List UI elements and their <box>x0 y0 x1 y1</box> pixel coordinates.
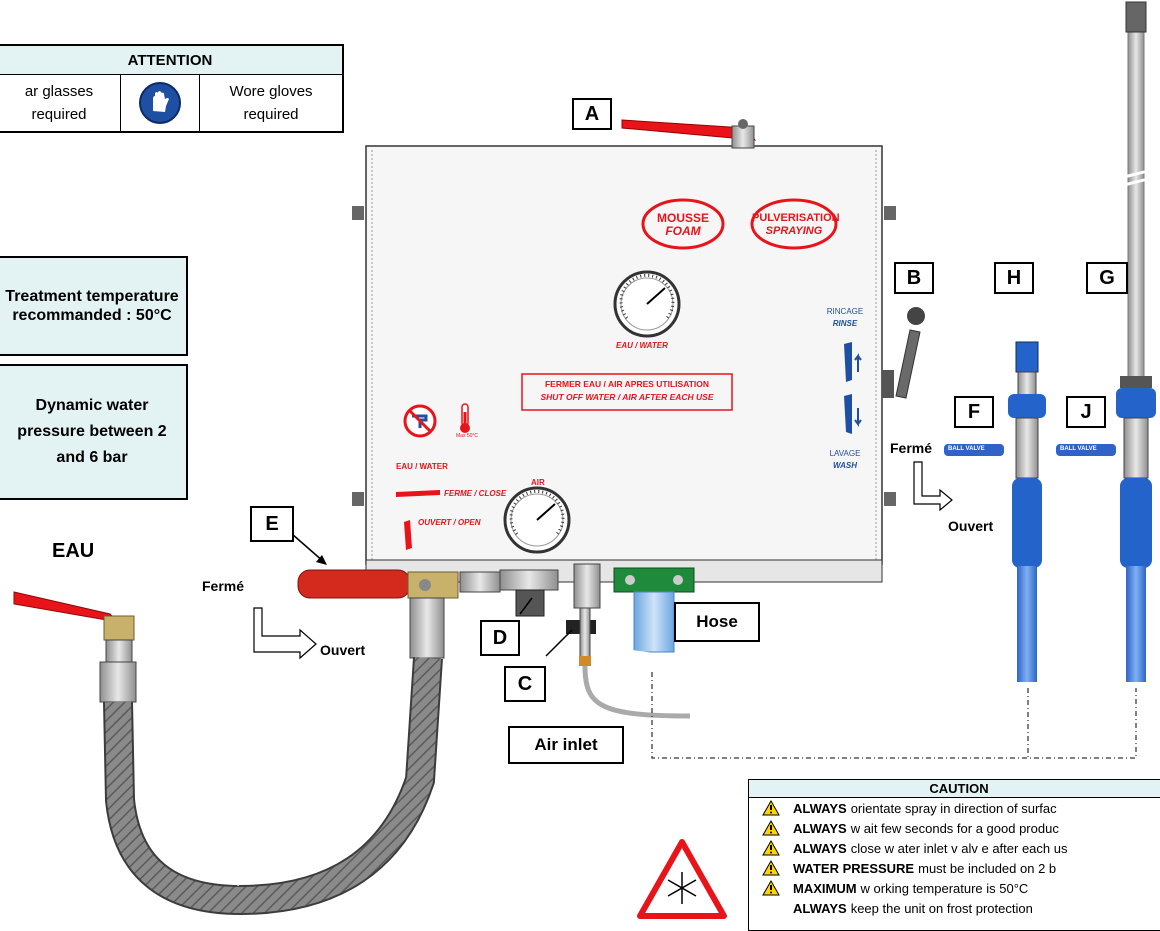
caution-text: keep the unit on frost protection <box>850 900 1033 916</box>
lavage-text: LAVAGE <box>829 449 861 458</box>
pressure-info-text: Dynamic water pressure between 2 and 6 b… <box>17 397 167 466</box>
rincage-text: RINCAGE <box>826 307 864 316</box>
closed-label-right: Fermé <box>890 440 933 456</box>
glasses-text-1: ar glasses <box>24 83 94 100</box>
foam-text: FOAM <box>665 224 701 238</box>
rinse-arrow-icon <box>844 342 862 382</box>
caution-text: close w ater inlet v alv e after each us <box>850 840 1068 856</box>
caution-text: w orking temperature is 50°C <box>860 880 1029 896</box>
close-legend-label: FERME / CLOSE <box>444 489 507 498</box>
bottom-fittings <box>499 563 695 719</box>
valve-a <box>621 119 757 149</box>
cabinet <box>352 145 896 583</box>
temperature-info-box: Treatment temperature recommanded : 50°C <box>0 256 188 356</box>
attention-table: ATTENTION ar glasses required Wore glove… <box>0 44 344 133</box>
shutoff-warning-en: SHUT OFF WATER / AIR AFTER EACH USE <box>540 392 714 402</box>
caution-keyword: ALWAYS <box>793 800 847 816</box>
water-legend-label: EAU / WATER <box>396 462 448 471</box>
open-label-right: Ouvert <box>948 518 994 534</box>
rinse-text: RINSE <box>832 319 858 328</box>
glasses-text-2: required <box>31 106 87 123</box>
attention-title: ATTENTION <box>0 46 342 75</box>
spraying-label: PULVERISATION SPRAYING <box>752 212 840 238</box>
thermometer-label: Max 50°C <box>456 433 479 439</box>
eau-label: EAU <box>52 540 95 562</box>
gloves-text-2: required <box>243 106 299 123</box>
rinse-label: RINCAGE RINSE <box>820 306 870 330</box>
caution-keyword: ALWAYS <box>793 820 847 836</box>
lever-b <box>882 307 925 399</box>
label-c: C <box>504 666 546 702</box>
gloves-cell: Wore gloves required <box>200 75 342 131</box>
lance-g <box>1056 1 1156 682</box>
label-a: A <box>572 98 612 130</box>
water-gauge <box>613 270 681 338</box>
caution-text: must be included on 2 b <box>918 860 1057 876</box>
glasses-cell: ar glasses required <box>0 75 121 131</box>
connection-lines <box>651 672 1137 759</box>
no-water-icon <box>403 404 437 438</box>
shutoff-warning: FERMER EAU / AIR APRES UTILISATION SHUT … <box>522 378 732 404</box>
warning-triangle-icon <box>749 840 793 856</box>
warning-triangle-icon <box>749 800 793 816</box>
caution-text: orientate spray in direction of surfac <box>850 800 1057 816</box>
pulverisation-text: PULVERISATION <box>752 212 840 224</box>
caution-keyword: ALWAYS <box>793 900 847 916</box>
warning-triangle-icon <box>749 860 793 876</box>
label-e: E <box>250 506 294 542</box>
mousse-text: MOUSSE <box>656 211 709 225</box>
gloves-text-1: Wore gloves <box>229 83 313 100</box>
valve-f-text: BALL VALVE <box>948 446 985 452</box>
label-j: J <box>1066 396 1106 428</box>
water-gauge-label: EAU / WATER <box>616 341 668 350</box>
water-tap <box>13 591 137 703</box>
gloves-icon <box>139 82 181 124</box>
open-label-left: Ouvert <box>320 642 366 658</box>
air-gauge-label: AIR <box>531 478 545 487</box>
valve-j-text: BALL VALVE <box>1060 446 1097 452</box>
caution-keyword: MAXIMUM <box>793 880 857 896</box>
lance-h <box>944 341 1046 682</box>
caution-title: CAUTION <box>749 780 1160 798</box>
spraying-text: SPRAYING <box>765 225 823 237</box>
caution-keyword: WATER PRESSURE <box>793 860 915 876</box>
label-d: D <box>480 620 520 656</box>
pressure-info-box: Dynamic water pressure between 2 and 6 b… <box>0 364 188 500</box>
warning-triangle-icon <box>749 820 793 836</box>
gloves-icon-cell <box>121 75 200 131</box>
wash-arrow-icon <box>844 394 862 434</box>
valve-e <box>297 569 501 659</box>
frost-warning-icon <box>637 839 727 919</box>
caution-keyword: ALWAYS <box>793 840 847 856</box>
label-h: H <box>994 262 1034 294</box>
temperature-info-text: Treatment temperature recommanded : 50°C <box>5 288 179 324</box>
open-legend-label: OUVERT / OPEN <box>418 518 481 527</box>
wash-text: WASH <box>833 461 857 470</box>
warning-triangle-icon <box>749 880 793 896</box>
air-gauge <box>503 486 571 554</box>
hose-label: Hose <box>674 602 760 642</box>
wash-label: LAVAGE WASH <box>820 448 870 472</box>
caution-text: w ait few seconds for a good produc <box>850 820 1059 836</box>
thermometer-icon <box>460 403 470 433</box>
closed-label-left: Fermé <box>202 578 245 594</box>
label-g: G <box>1086 262 1128 294</box>
shutoff-warning-fr: FERMER EAU / AIR APRES UTILISATION <box>544 379 710 389</box>
label-b: B <box>894 262 934 294</box>
foam-label: MOUSSE FOAM <box>652 212 714 238</box>
label-f: F <box>954 396 994 428</box>
air-inlet-label: Air inlet <box>508 726 624 764</box>
